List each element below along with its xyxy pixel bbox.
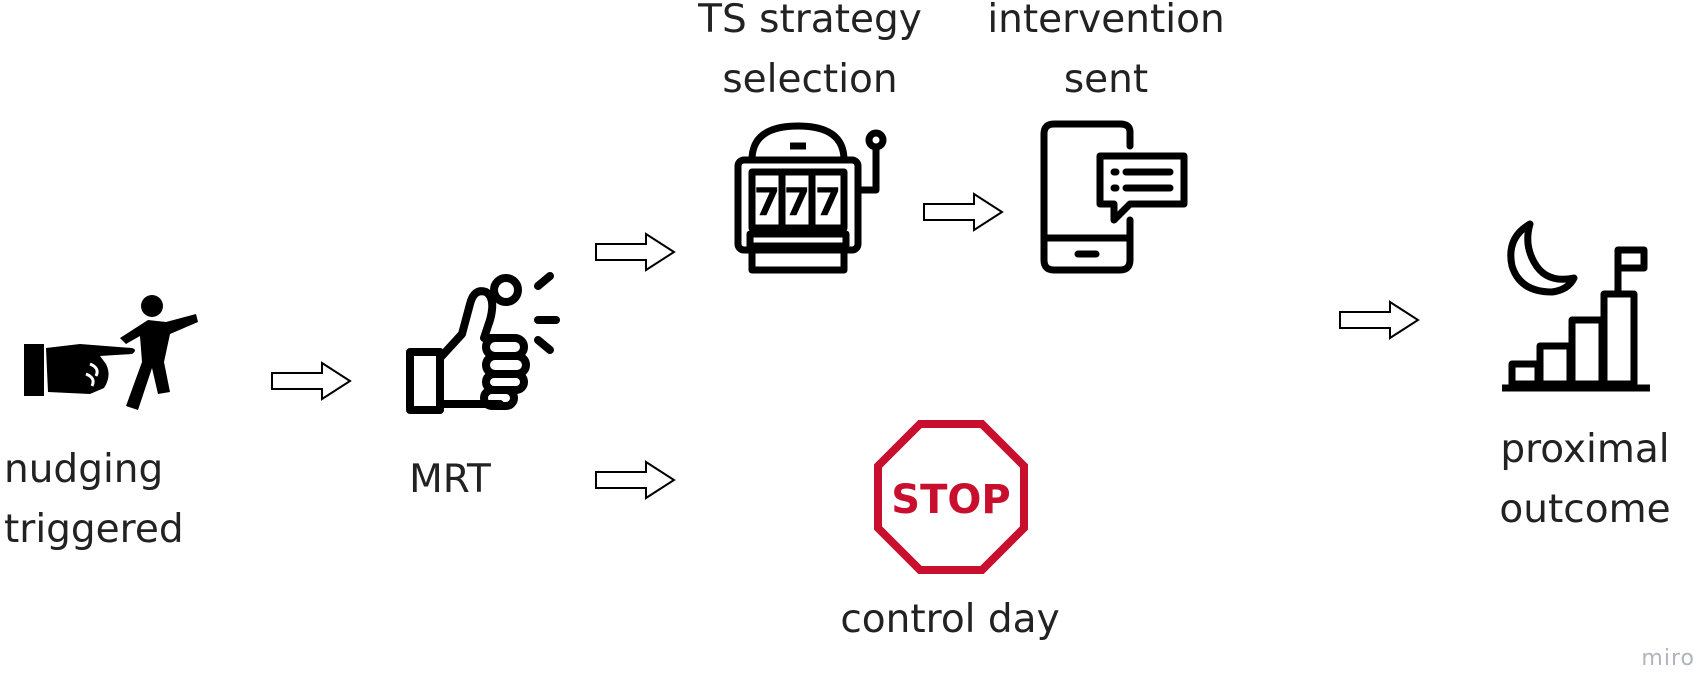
intervention-label-line1: intervention — [987, 0, 1225, 42]
outcome-label-line1: proximal — [1500, 427, 1670, 472]
svg-text:7: 7 — [784, 180, 810, 224]
svg-text:7: 7 — [815, 180, 841, 224]
ts-label-line1: TS strategy — [698, 0, 922, 42]
thumbs-up-coin-flip-icon — [406, 272, 560, 414]
moon-stairs-flag-icon — [1502, 220, 1650, 392]
pointing-hand-person-icon — [24, 295, 198, 410]
mrt-label: MRT — [409, 457, 491, 502]
nudging-label: nudging triggered — [4, 440, 184, 560]
arrow-right-icon — [271, 361, 352, 401]
phone-message-icon — [1040, 120, 1188, 274]
intervention-label-line2: sent — [1063, 57, 1149, 102]
outcome-label-line2: outcome — [1499, 487, 1671, 532]
stop-sign-text: STOP — [891, 477, 1010, 523]
intervention-label: intervention sent — [976, 0, 1236, 110]
arrow-right-icon — [923, 192, 1004, 232]
svg-text:7: 7 — [754, 180, 780, 224]
control-day-label: control day — [840, 597, 1060, 642]
ts-label-line2: selection — [722, 57, 898, 102]
nudging-label-line2: triggered — [4, 507, 184, 552]
arrow-right-icon — [595, 460, 676, 500]
miro-watermark: miro — [1641, 646, 1695, 671]
outcome-label: proximal outcome — [1475, 420, 1695, 540]
slot-machine-icon: 7 7 7 — [734, 122, 887, 274]
arrow-right-icon — [1339, 300, 1420, 340]
ts-label: TS strategy selection — [690, 0, 930, 110]
arrow-right-icon — [595, 232, 676, 272]
nudging-label-line1: nudging — [4, 447, 164, 492]
stop-sign-icon: STOP — [874, 420, 1028, 574]
